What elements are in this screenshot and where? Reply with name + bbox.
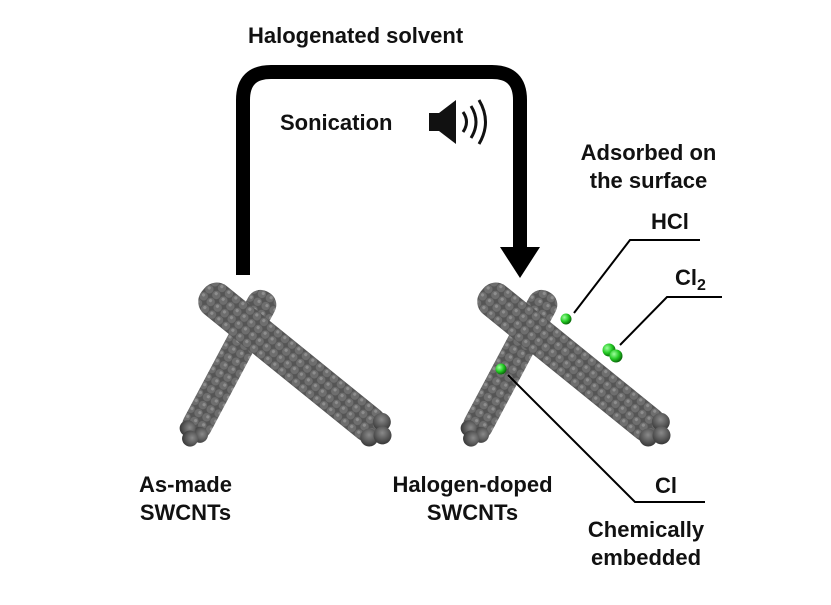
speaker-icon [429, 99, 487, 145]
adsorbed-label-line-1: Adsorbed on [580, 140, 717, 165]
nanotube-front [198, 282, 392, 447]
cl2-label-sub: 2 [697, 277, 706, 294]
process-arrow [236, 65, 540, 278]
hcl-atom [560, 313, 572, 325]
hcl-leader [573, 239, 700, 314]
doped-label-line-2: SWCNTs [426, 500, 519, 525]
cl2-label: Cl2 [675, 264, 706, 300]
as-made-label-line-2: SWCNTs [139, 500, 232, 525]
doped-nanotubes [460, 282, 671, 447]
sonication-label: Sonication [280, 110, 393, 135]
solvent-label: Halogenated solvent [248, 23, 464, 48]
hcl-label: HCl [651, 209, 689, 234]
chemically-embedded-label: Chemically embedded [566, 516, 726, 572]
doped-label-line-1: Halogen-doped [392, 472, 553, 497]
cl2-atom-2 [609, 349, 623, 363]
as-made-label: As-made SWCNTs [118, 471, 253, 527]
cl2-label-base: Cl [675, 265, 697, 290]
adsorbed-label-line-2: the surface [589, 168, 708, 193]
doped-label: Halogen-doped SWCNTs [370, 471, 575, 527]
chemically-embedded-line-2: embedded [590, 545, 702, 570]
as-made-label-line-1: As-made [139, 472, 232, 497]
cl-leader [507, 374, 705, 503]
nanotube-front [477, 282, 671, 447]
cl-label: Cl [655, 473, 677, 498]
chemically-embedded-line-1: Chemically [587, 517, 705, 542]
adsorbed-label: Adsorbed on the surface [561, 139, 736, 195]
cl2-leader [619, 296, 722, 346]
cl-embedded-atom [495, 363, 507, 375]
as-made-nanotubes [179, 282, 392, 447]
